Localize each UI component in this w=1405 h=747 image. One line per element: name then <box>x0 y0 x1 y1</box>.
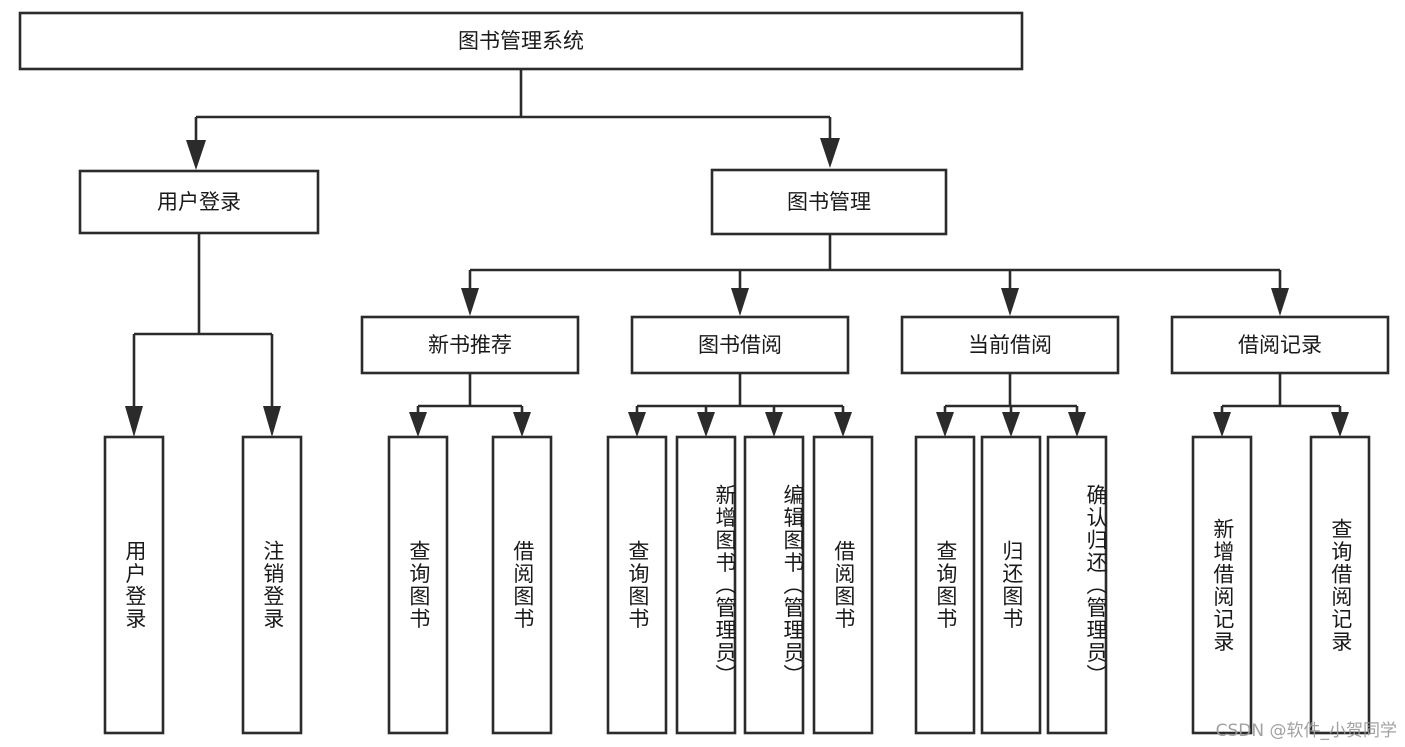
arrowhead-bb-leaf-3 <box>765 412 783 437</box>
arrowhead-bb-leaf-1 <box>628 412 646 437</box>
arrowhead-new-book <box>461 288 479 316</box>
arrowhead-borrow-record <box>1271 288 1289 316</box>
connector-layer <box>125 69 1349 437</box>
node-new-book-recommend[interactable] <box>360 315 580 375</box>
node-book-management[interactable] <box>710 168 948 236</box>
leaf-book-borrow-0[interactable] <box>606 435 668 735</box>
arrowhead-book-manage <box>820 138 840 168</box>
leaf-current-borrow-2[interactable] <box>1046 435 1108 735</box>
watermark-text: CSDN @软件_小贺同学 <box>1215 721 1397 741</box>
node-box-layer <box>18 11 1390 735</box>
arrowhead-cb-leaf-2 <box>1002 412 1020 437</box>
label-book-management: 图书管理 <box>787 190 871 214</box>
arrowhead-bb-leaf-2 <box>697 412 715 437</box>
node-root-book-management-system[interactable] <box>18 11 1024 71</box>
leaf-current-borrow-0[interactable] <box>914 435 976 735</box>
leaf-borrow-record-0[interactable] <box>1191 435 1253 735</box>
node-borrow-record[interactable] <box>1170 315 1390 375</box>
leaf-book-borrow-1[interactable] <box>675 435 737 735</box>
arrowhead-br-leaf-1 <box>1213 412 1231 437</box>
label-book-borrow: 图书借阅 <box>698 333 782 357</box>
label-current-borrow: 当前借阅 <box>968 333 1052 357</box>
arrowhead-current-borrow <box>1001 288 1019 316</box>
node-current-borrow[interactable] <box>900 315 1120 375</box>
label-root: 图书管理系统 <box>458 29 584 53</box>
leaf-new-book-0[interactable] <box>387 435 449 735</box>
arrowhead-book-borrow <box>731 288 749 316</box>
node-book-borrow[interactable] <box>630 315 850 375</box>
arrowhead-leaf-user-login <box>125 406 143 437</box>
leaf-current-borrow-1[interactable] <box>980 435 1042 735</box>
leaf-borrow-record-1[interactable] <box>1309 435 1371 735</box>
arrowhead-user-login <box>186 140 206 170</box>
leaf-user-login-1[interactable] <box>241 435 303 735</box>
label-user-login: 用户登录 <box>157 190 241 214</box>
arrowhead-leaf-logout <box>263 406 281 437</box>
label-borrow-record: 借阅记录 <box>1238 333 1322 357</box>
arrowhead-cb-leaf-3 <box>1068 412 1086 437</box>
leaf-book-borrow-3[interactable] <box>812 435 874 735</box>
label-new-book-recommend: 新书推荐 <box>428 333 512 357</box>
leaf-user-login-0[interactable] <box>103 435 165 735</box>
leaf-new-book-1[interactable] <box>491 435 553 735</box>
arrowhead-br-leaf-2 <box>1331 412 1349 437</box>
arrowhead-cb-leaf-1 <box>936 412 954 437</box>
arrowhead-nb-leaf-1 <box>409 412 427 437</box>
node-user-login[interactable] <box>78 169 320 235</box>
arrowhead-bb-leaf-4 <box>834 412 852 437</box>
arrowhead-nb-leaf-2 <box>513 412 531 437</box>
horizontal-label-layer: 图书管理系统 用户登录 图书管理 新书推荐 图书借阅 当前借阅 借阅记录 <box>157 29 1322 357</box>
leaf-book-borrow-2[interactable] <box>743 435 805 735</box>
